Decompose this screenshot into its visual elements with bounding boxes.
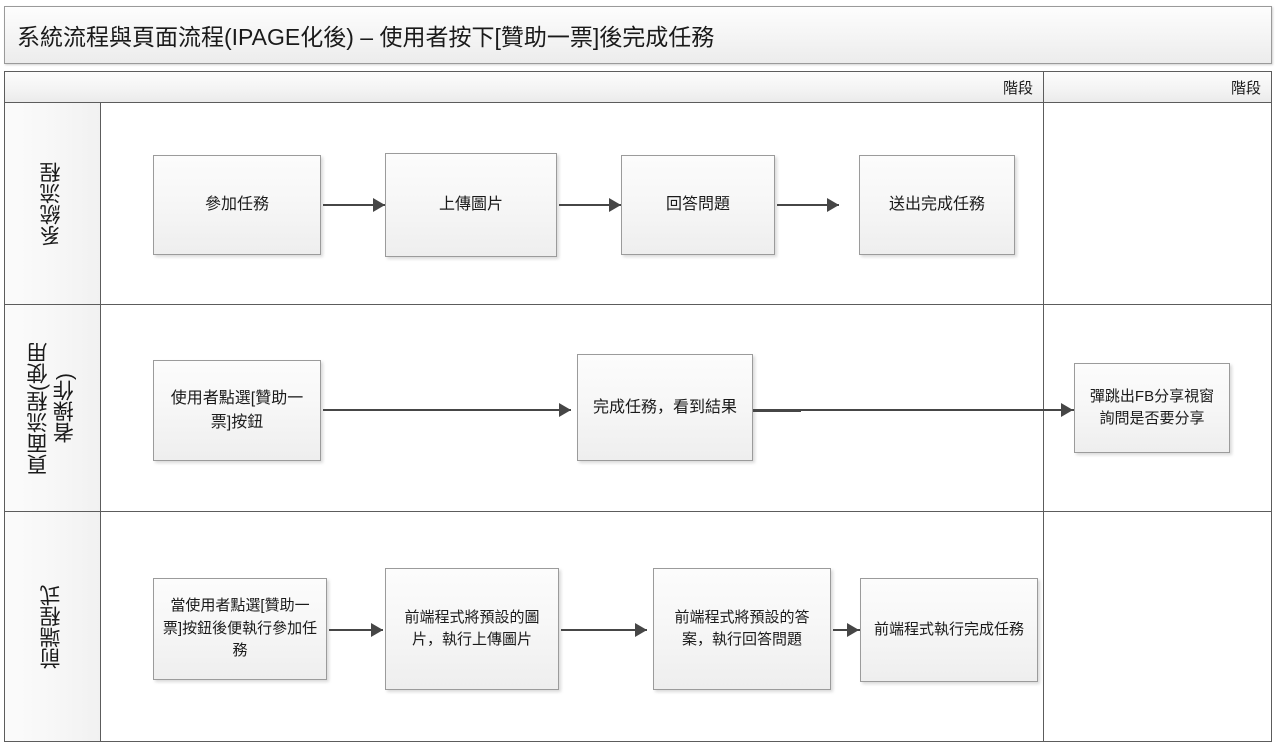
phase-header-left: 階段 [4, 71, 1044, 103]
connector-upload-to-answer [559, 204, 621, 206]
arrowhead-upload-to-answer [609, 198, 621, 212]
node-upload-image[interactable]: 上傳圖片 [385, 153, 557, 257]
swimlane-label-cell-system-flow: 系統流程 [5, 103, 101, 304]
page-title: 系統流程與頁面流程(IPAGE化後) – 使用者按下[贊助一票]後完成任務 [17, 24, 715, 50]
node-frontend-join[interactable]: 當使用者點選[贊助一票]按鈕後便執行參加任務 [153, 578, 327, 680]
connector-result-stub [753, 409, 801, 412]
arrowhead-fupload-to-fanswer [635, 623, 647, 637]
swimlane-label-cell-frontend-program: 前端程式 [5, 512, 101, 741]
swimlane-frontend-program: 前端程式 當使用者點選[贊助一票]按鈕後便執行參加任務 前端程式將預設的圖片，執… [4, 511, 1272, 742]
node-user-clicks-sponsor[interactable]: 使用者點選[贊助一票]按鈕 [153, 360, 321, 461]
phase-divider-lane-2 [1043, 305, 1044, 511]
arrowhead-click-to-result [559, 403, 571, 417]
phase-divider-lane-1 [1043, 103, 1044, 304]
node-answer-question[interactable]: 回答問題 [621, 155, 775, 255]
connector-answer-to-submit [777, 204, 839, 206]
swimlane-label-page-flow: 頁面流程(使用 者操作) [27, 341, 77, 475]
node-submit-complete[interactable]: 送出完成任務 [859, 155, 1015, 255]
connector-join-to-upload [323, 204, 385, 206]
swimlane-label-cell-page-flow: 頁面流程(使用 者操作) [5, 305, 101, 511]
swimlane-page-flow: 頁面流程(使用 者操作) 使用者點選[贊助一票]按鈕 完成任務，看到結果 彈跳出… [4, 304, 1272, 512]
swimlane-label-frontend-program: 前端程式 [40, 584, 64, 669]
node-fb-share-popup[interactable]: 彈跳出FB分享視窗詢問是否要分享 [1074, 363, 1230, 453]
phase-divider-lane-3 [1043, 512, 1044, 741]
phase-label-2: 階段 [1230, 79, 1261, 97]
node-task-done-result[interactable]: 完成任務，看到結果 [577, 354, 753, 461]
arrowhead-join-to-upload [373, 198, 385, 212]
arrowhead-fanswer-to-fcomplete [847, 623, 859, 637]
node-frontend-complete[interactable]: 前端程式執行完成任務 [860, 578, 1038, 682]
swimlane-label-system-flow: 系統流程 [40, 161, 64, 246]
diagram-title-bar: 系統流程與頁面流程(IPAGE化後) – 使用者按下[贊助一票]後完成任務 [4, 6, 1272, 64]
phase-label-1: 階段 [1002, 79, 1033, 97]
node-frontend-upload[interactable]: 前端程式將預設的圖片，執行上傳圖片 [385, 568, 559, 690]
connector-click-to-result [323, 409, 571, 411]
connector-fjoin-to-fupload [329, 629, 383, 631]
node-frontend-answer[interactable]: 前端程式將預設的答案，執行回答問題 [653, 568, 831, 690]
arrowhead-fjoin-to-fupload [371, 623, 383, 637]
phase-header-right: 階段 [1043, 71, 1272, 103]
swimlane-system-flow: 系統流程 參加任務 上傳圖片 回答問題 送出完成任務 [4, 102, 1272, 305]
node-join-task[interactable]: 參加任務 [153, 155, 321, 255]
connector-fupload-to-fanswer [561, 629, 647, 631]
connector-result-to-fb [799, 409, 1075, 411]
arrowhead-result-to-fb [1061, 403, 1073, 417]
arrowhead-answer-to-submit [827, 198, 839, 212]
